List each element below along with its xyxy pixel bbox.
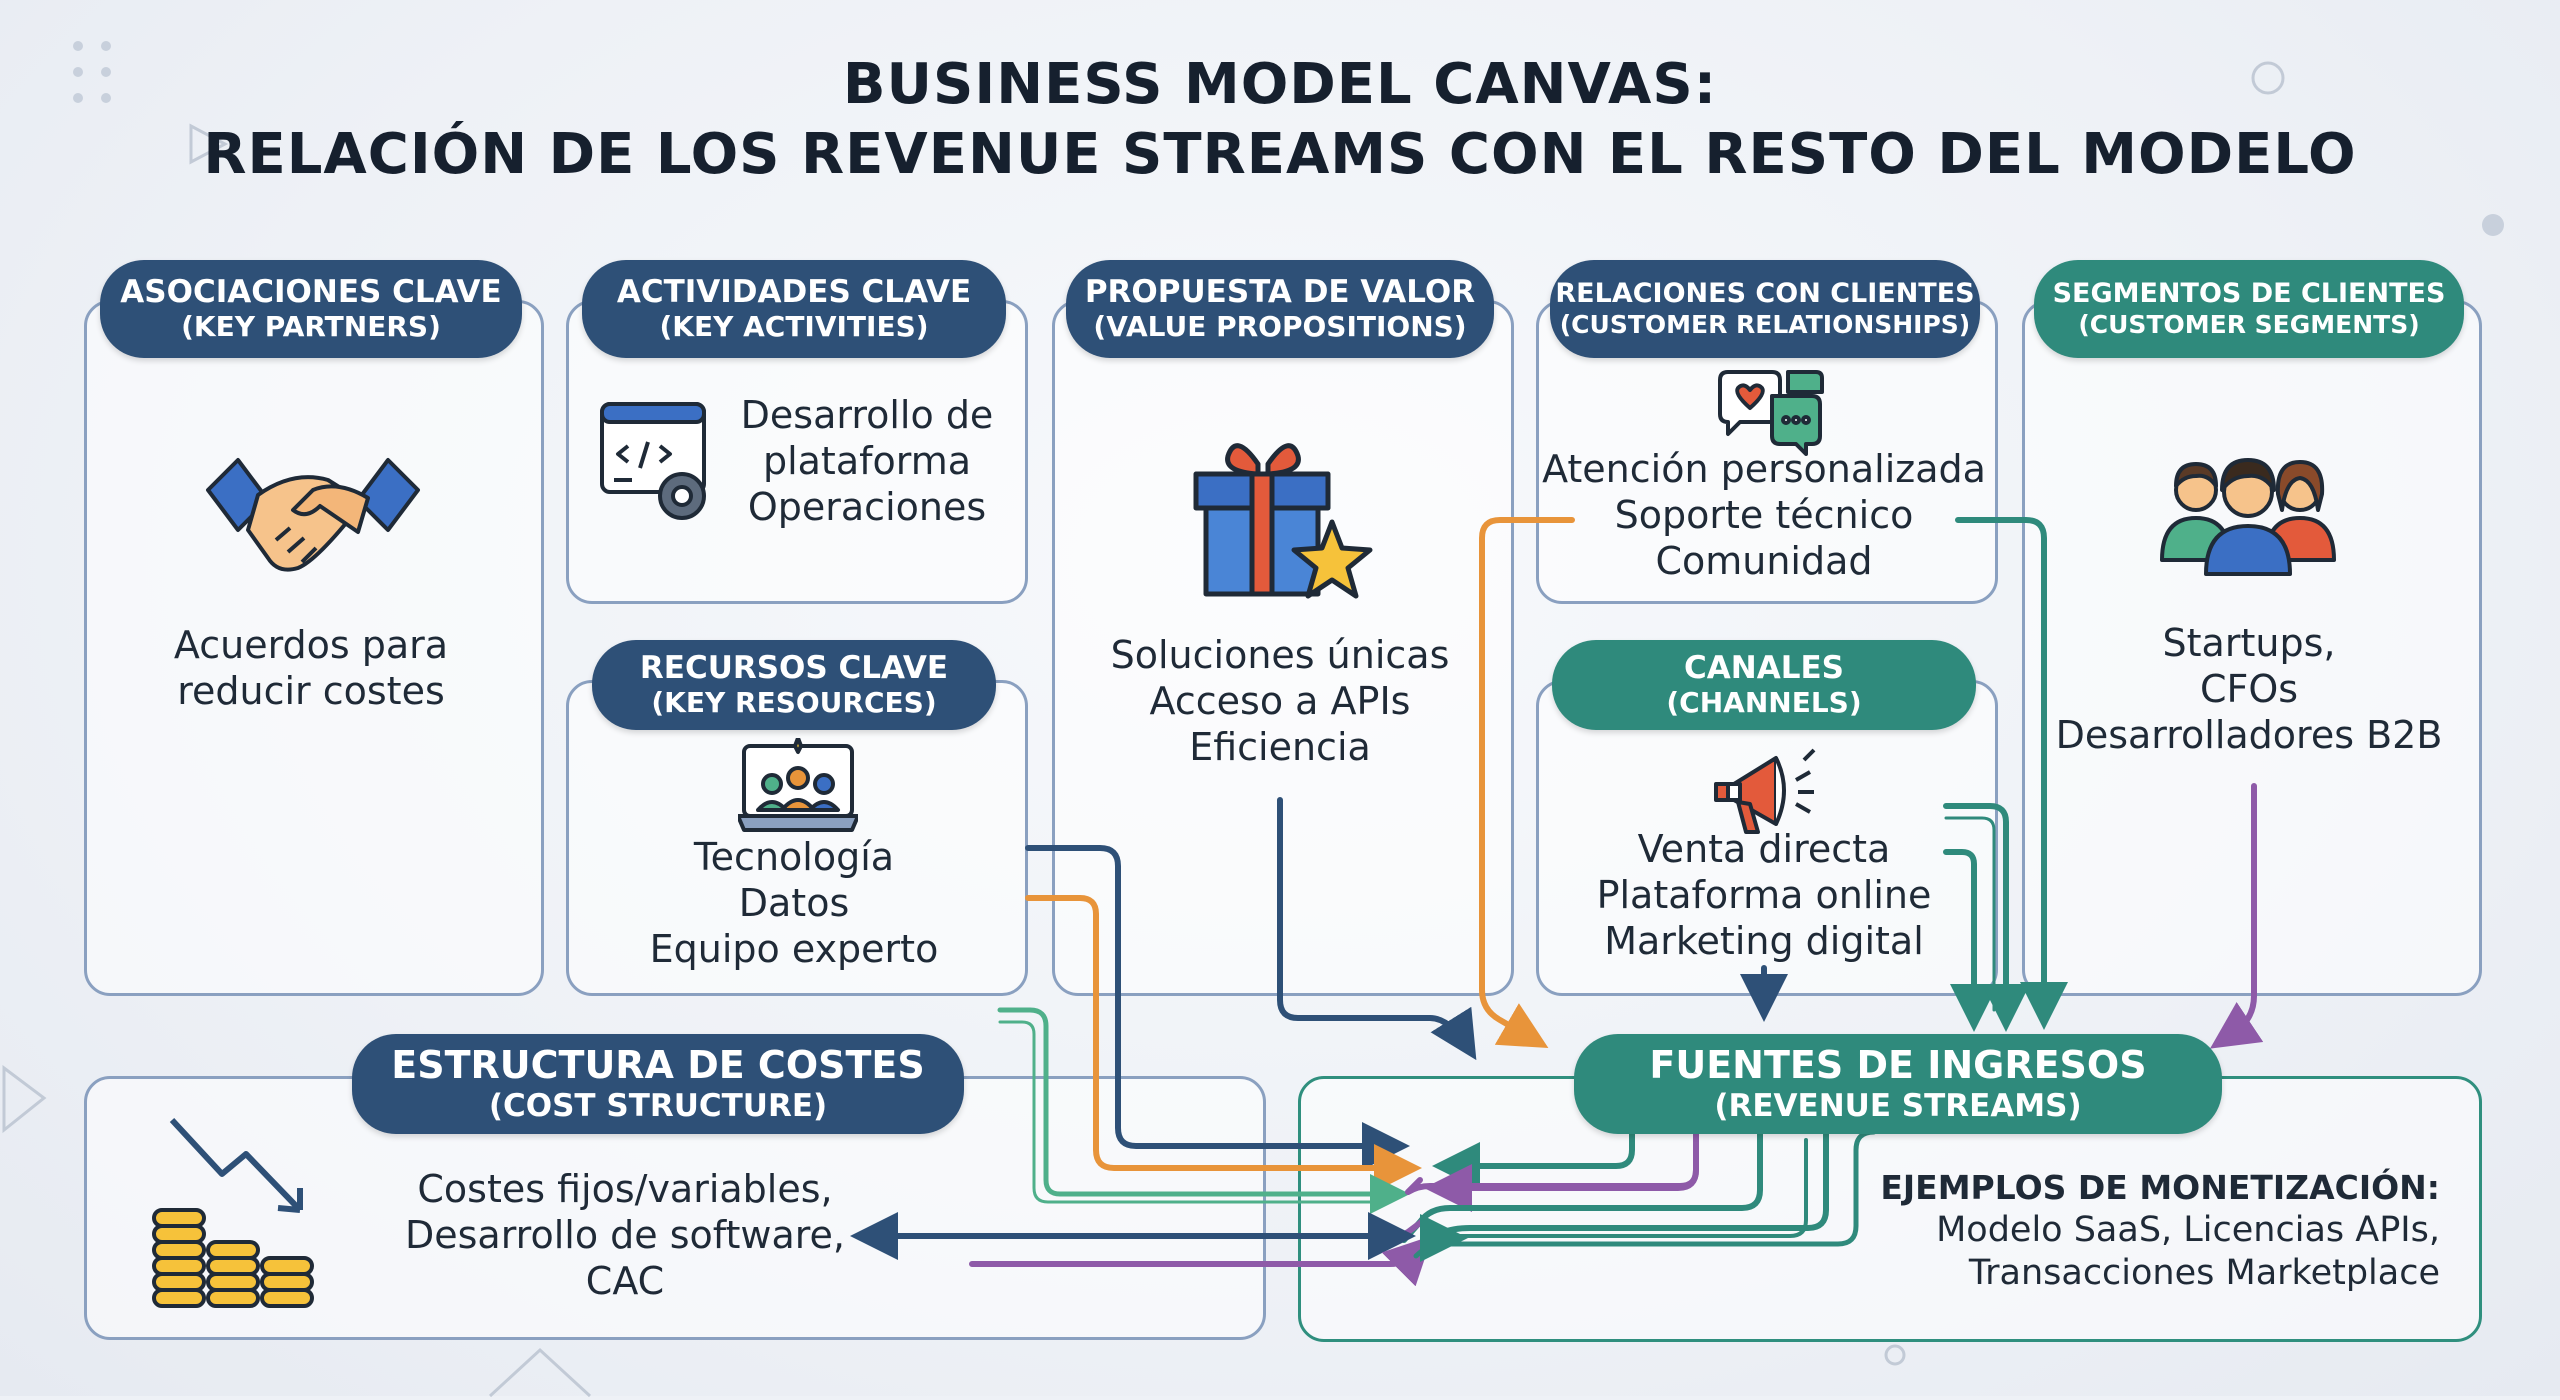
key-partners-sublabel: (KEY PARTNERS) — [181, 310, 441, 343]
title-line-1: BUSINESS MODEL CANVAS: — [842, 52, 1718, 117]
key-activities-label: ACTIVIDADES CLAVE — [616, 274, 972, 310]
customer-segments-label: SEGMENTOS DE CLIENTES — [2052, 278, 2446, 309]
value-propositions-sublabel: (VALUE PROPOSITIONS) — [1093, 310, 1467, 343]
customer-segments-header: SEGMENTOS DE CLIENTES (CUSTOMER SEGMENTS… — [2034, 260, 2464, 358]
key-resources-box — [566, 680, 1028, 996]
decorative-dots — [73, 41, 111, 103]
key-resources-header: RECURSOS CLAVE (KEY RESOURCES) — [592, 640, 996, 730]
revenue-streams-header: FUENTES DE INGRESOS (REVENUE STREAMS) — [1574, 1034, 2222, 1134]
decorative-circle — [2251, 61, 2285, 95]
title-line-2: RELACIÓN DE LOS REVENUE STREAMS CON EL R… — [203, 122, 2357, 187]
key-resources-label: RECURSOS CLAVE — [639, 650, 949, 686]
key-activities-text: Desarrollo de plataforma Operaciones — [722, 392, 1012, 530]
revenue-streams-item-1: Modelo SaaS, Licencias APIs, — [1936, 1210, 2440, 1250]
value-propositions-header: PROPUESTA DE VALOR (VALUE PROPOSITIONS) — [1066, 260, 1494, 358]
channels-text: Venta directa Plataforma online Marketin… — [1540, 826, 1988, 964]
key-partners-label: ASOCIACIONES CLAVE — [120, 274, 502, 310]
customer-relationships-item-3: Comunidad — [1655, 539, 1873, 583]
key-resources-text: Tecnología Datos Equipo experto — [582, 834, 1006, 972]
customer-segments-sublabel: (CUSTOMER SEGMENTS) — [2078, 310, 2420, 339]
key-partners-item-1: Acuerdos para — [173, 623, 449, 667]
team-laptop-icon — [738, 738, 858, 832]
channels-item-3: Marketing digital — [1604, 919, 1924, 963]
cost-structure-item-1: Costes fijos/variables, — [417, 1167, 833, 1211]
channels-item-2: Plataforma online — [1596, 873, 1932, 917]
channels-sublabel: (CHANNELS) — [1666, 686, 1862, 719]
channels-item-1: Venta directa — [1637, 827, 1891, 871]
people-group-icon — [2160, 458, 2336, 576]
customer-segments-item-3: Desarrolladores B2B — [2055, 713, 2443, 757]
code-gear-icon — [600, 402, 706, 520]
revenue-streams-text: EJEMPLOS DE MONETIZACIÓN: Modelo SaaS, L… — [1880, 1166, 2440, 1295]
key-resources-sublabel: (KEY RESOURCES) — [651, 686, 937, 719]
cost-structure-sublabel: (COST STRUCTURE) — [488, 1088, 828, 1124]
key-activities-item-1: Desarrollo de — [740, 393, 994, 437]
coins-down-icon — [152, 1117, 314, 1308]
key-resources-item-1: Tecnología — [693, 835, 895, 879]
value-propositions-item-3: Eficiencia — [1189, 725, 1371, 769]
customer-relationships-label: RELACIONES CON CLIENTES — [1555, 278, 1975, 309]
cost-structure-header: ESTRUCTURA DE COSTES (COST STRUCTURE) — [352, 1034, 964, 1134]
value-propositions-text: Soluciones únicas Acceso a APIs Eficienc… — [1066, 632, 1494, 770]
decorative-triangle-left — [2, 1065, 47, 1134]
customer-segments-item-1: Startups, — [2162, 621, 2336, 665]
value-propositions-label: PROPUESTA DE VALOR — [1084, 274, 1476, 310]
key-activities-header: ACTIVIDADES CLAVE (KEY ACTIVITIES) — [582, 260, 1006, 358]
decorative-triangle-bottom — [488, 1347, 592, 1398]
key-partners-box — [84, 300, 544, 996]
cost-structure-label: ESTRUCTURA DE COSTES — [391, 1043, 925, 1087]
customer-relationships-item-2: Soporte técnico — [1614, 493, 1914, 537]
cost-structure-item-3: CAC — [585, 1259, 665, 1303]
customer-segments-item-2: CFOs — [2199, 667, 2299, 711]
revenue-streams-sublabel: (REVENUE STREAMS) — [1714, 1088, 2082, 1124]
key-activities-item-2: plataforma — [762, 439, 972, 483]
customer-relationships-item-1: Atención personalizada — [1542, 447, 1986, 491]
revenue-streams-label: FUENTES DE INGRESOS — [1649, 1043, 2147, 1087]
gift-star-icon — [1193, 443, 1373, 599]
channels-header: CANALES (CHANNELS) — [1552, 640, 1976, 730]
revenue-streams-heading: EJEMPLOS DE MONETIZACIÓN: — [1880, 1168, 2440, 1207]
channels-label: CANALES — [1684, 650, 1844, 686]
key-partners-text: Acuerdos para reducir costes — [100, 622, 522, 714]
channels-box — [1536, 680, 1998, 996]
customer-segments-text: Startups, CFOs Desarrolladores B2B — [2030, 620, 2468, 758]
cost-structure-text: Costes fijos/variables, Desarrollo de so… — [380, 1166, 870, 1304]
value-propositions-item-1: Soluciones únicas — [1110, 633, 1450, 677]
key-activities-item-3: Operaciones — [747, 485, 987, 529]
megaphone-icon — [1714, 748, 1816, 834]
customer-relationships-text: Atención personalizada Soporte técnico C… — [1540, 446, 1988, 584]
customer-relationships-header: RELACIONES CON CLIENTES (CUSTOMER RELATI… — [1550, 260, 1980, 358]
decorative-dot — [2482, 214, 2504, 236]
key-partners-item-2: reducir costes — [177, 669, 445, 713]
decorative-triangle — [189, 123, 229, 165]
cost-structure-item-2: Desarrollo de software, — [404, 1213, 845, 1257]
key-partners-header: ASOCIACIONES CLAVE (KEY PARTNERS) — [100, 260, 522, 358]
customer-relationships-sublabel: (CUSTOMER RELATIONSHIPS) — [1559, 310, 1971, 339]
key-resources-item-3: Equipo experto — [649, 927, 939, 971]
handshake-icon — [206, 458, 420, 572]
page-title: BUSINESS MODEL CANVAS: RELACIÓN DE LOS R… — [0, 50, 2560, 190]
value-propositions-item-2: Acceso a APIs — [1149, 679, 1411, 723]
chat-bubbles-icon — [1718, 370, 1824, 456]
key-activities-sublabel: (KEY ACTIVITIES) — [659, 310, 929, 343]
key-resources-item-2: Datos — [738, 881, 850, 925]
revenue-streams-item-2: Transacciones Marketplace — [1968, 1253, 2440, 1293]
decorative-ring-bottom — [1884, 1344, 1906, 1366]
